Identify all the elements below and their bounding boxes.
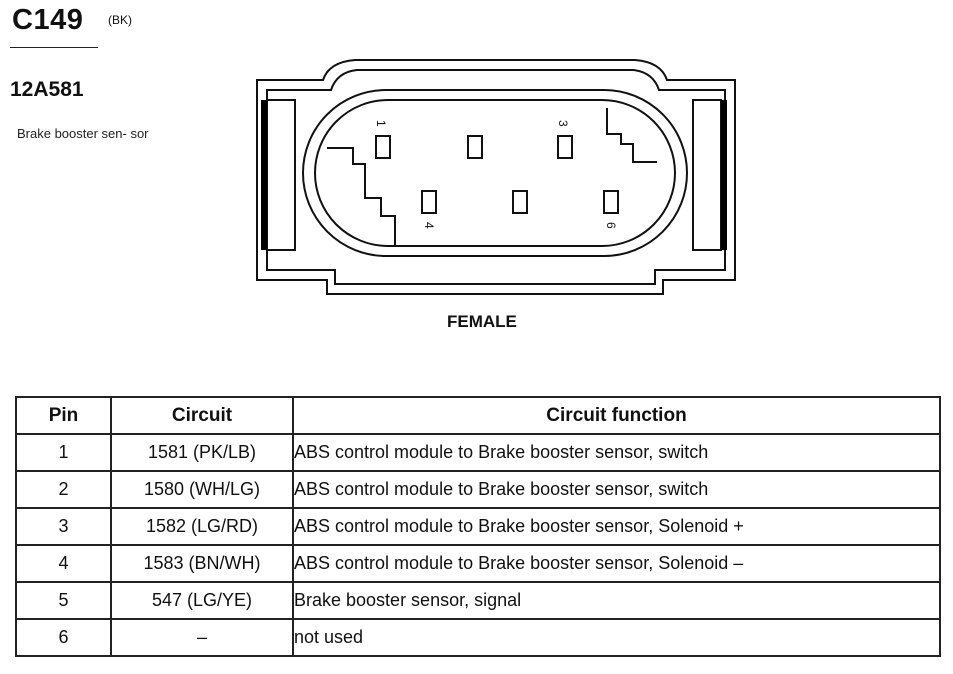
pin-terminal-3 xyxy=(557,135,573,159)
table-header-row: Pin Circuit Circuit function xyxy=(15,396,941,435)
circuit-cell: 1582 (LG/RD) xyxy=(110,507,294,546)
pin-terminal-2 xyxy=(467,135,483,159)
table-row: 2 1580 (WH/LG) ABS control module to Bra… xyxy=(15,470,941,509)
pinout-table: Pin Circuit Circuit function 1 1581 (PK/… xyxy=(15,396,941,657)
connector-color-code: (BK) xyxy=(108,13,132,27)
function-cell: ABS control module to Brake booster sens… xyxy=(292,470,941,509)
circuit-cell: 1583 (BN/WH) xyxy=(110,544,294,583)
connector-face-diagram: 1 3 4 6 xyxy=(256,59,736,295)
right-key-step xyxy=(606,108,657,163)
pin-cell: 3 xyxy=(15,507,112,546)
left-key-step xyxy=(327,147,396,246)
function-cell: ABS control module to Brake booster sens… xyxy=(292,507,941,546)
oval-inner-ring xyxy=(314,99,676,247)
pin-cell: 6 xyxy=(15,618,112,657)
table-row: 5 547 (LG/YE) Brake booster sensor, sign… xyxy=(15,581,941,620)
circuit-cell: 1581 (PK/LB) xyxy=(110,433,294,472)
pin-cell: 4 xyxy=(15,544,112,583)
function-cell: Brake booster sensor, signal xyxy=(292,581,941,620)
pin-cell: 1 xyxy=(15,433,112,472)
right-latch-bar xyxy=(721,100,727,250)
circuit-cell: – xyxy=(110,618,294,657)
pin-label-1: 1 xyxy=(374,120,388,127)
circuit-cell: 547 (LG/YE) xyxy=(110,581,294,620)
connector-housing-inner-outline xyxy=(266,69,726,285)
right-latch xyxy=(692,99,722,251)
pin-cell: 2 xyxy=(15,470,112,509)
title-underline xyxy=(10,47,98,48)
pin-terminal-1 xyxy=(375,135,391,159)
pin-label-4: 4 xyxy=(422,222,436,229)
pin-terminal-6 xyxy=(603,190,619,214)
table-row: 1 1581 (PK/LB) ABS control module to Bra… xyxy=(15,433,941,472)
oval-outer-ring xyxy=(302,89,688,257)
table-row: 6 – not used xyxy=(15,618,941,657)
pin-terminal-5 xyxy=(512,190,528,214)
function-cell: not used xyxy=(292,618,941,657)
table-row: 4 1583 (BN/WH) ABS control module to Bra… xyxy=(15,544,941,583)
component-description: Brake booster sen- sor xyxy=(17,126,149,141)
circuit-cell: 1580 (WH/LG) xyxy=(110,470,294,509)
pin-label-6: 6 xyxy=(604,222,618,229)
connector-housing-outline xyxy=(256,59,736,295)
header-circuit: Circuit xyxy=(110,396,294,435)
left-latch-bar xyxy=(261,100,267,250)
part-number: 12A581 xyxy=(10,78,84,101)
header-circuit-function: Circuit function xyxy=(292,396,941,435)
connector-gender-label: FEMALE xyxy=(447,312,517,331)
pin-terminal-4 xyxy=(421,190,437,214)
function-cell: ABS control module to Brake booster sens… xyxy=(292,544,941,583)
pin-cell: 5 xyxy=(15,581,112,620)
pin-label-3: 3 xyxy=(556,120,570,127)
table-row: 3 1582 (LG/RD) ABS control module to Bra… xyxy=(15,507,941,546)
function-cell: ABS control module to Brake booster sens… xyxy=(292,433,941,472)
left-latch xyxy=(266,99,296,251)
connector-id: C149 xyxy=(12,4,84,36)
header-pin: Pin xyxy=(15,396,112,435)
